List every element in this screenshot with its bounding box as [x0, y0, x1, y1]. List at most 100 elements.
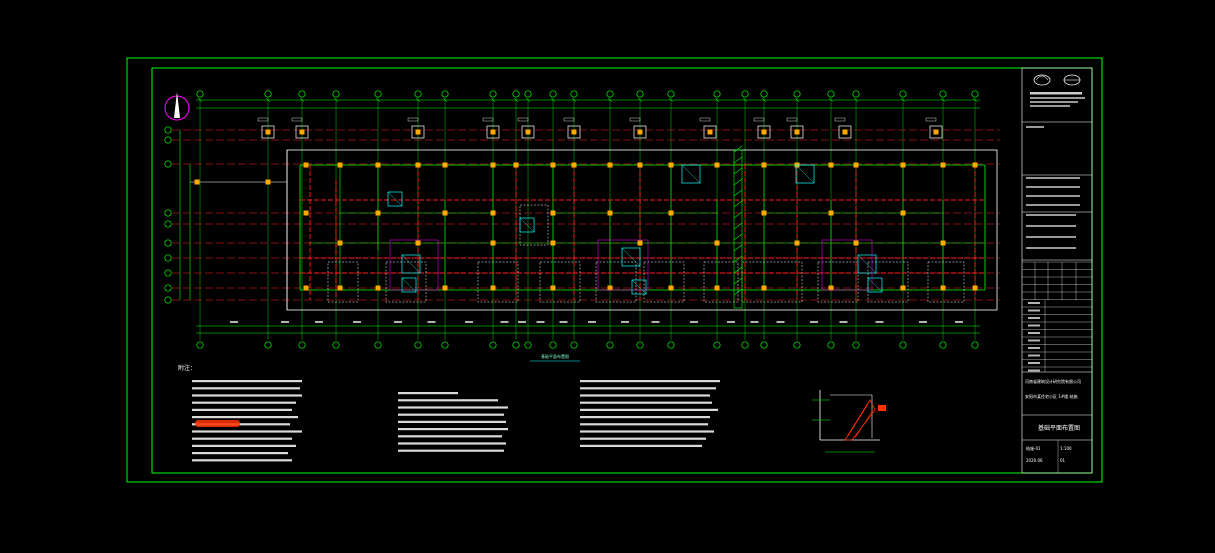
title-cell-text: [1028, 354, 1040, 357]
axis-bubble-bottom: [264, 341, 272, 349]
axis-bubble-top: [332, 90, 340, 98]
axis-bubble-top: [512, 90, 520, 98]
column: [442, 210, 448, 216]
pile-cap-tag: [925, 117, 937, 122]
note-line: [580, 416, 710, 419]
title-cell-text: [1028, 324, 1040, 327]
pile-cap-tag: [563, 117, 575, 122]
dimension-text: [394, 321, 402, 323]
note-line: [192, 459, 292, 462]
dimension-tick: [550, 97, 556, 103]
axis-bubble-top: [441, 90, 449, 98]
dimension-text: [559, 321, 568, 323]
column: [490, 285, 496, 291]
expansion-joint: [733, 149, 743, 309]
column: [714, 285, 720, 291]
detail-section: [812, 390, 886, 453]
pile-column: [842, 129, 848, 135]
title-cell-text: [1026, 236, 1076, 238]
north-arrow-icon: [164, 92, 190, 121]
column: [668, 162, 674, 168]
dimension-tick: [375, 97, 381, 103]
dimension-text: [875, 321, 884, 323]
column: [303, 210, 309, 216]
joint-hatch: [733, 178, 743, 186]
axis-bubble-bottom: [298, 341, 306, 349]
dimension-text: [230, 321, 238, 323]
dimension-tick: [668, 97, 674, 103]
pile-cap-tag: [482, 117, 494, 122]
axis-bubble-bottom: [570, 341, 578, 349]
inner-frame: [151, 67, 1093, 474]
note-line: [398, 449, 504, 452]
axis-bubble-bottom: [374, 341, 382, 349]
column: [490, 240, 496, 246]
pile-column: [637, 129, 643, 135]
dimension-text: [690, 321, 698, 323]
column: [607, 162, 613, 168]
note-line: [398, 413, 504, 416]
axis-bubble-bottom: [793, 341, 801, 349]
joint-hatch: [733, 255, 743, 263]
axis-bubble-bottom: [332, 341, 340, 349]
core-diagonal: [795, 164, 815, 184]
column: [853, 240, 859, 246]
note-line: [192, 380, 302, 383]
axis-bubble-top: [264, 90, 272, 98]
axis-bubble-bottom: [827, 341, 835, 349]
pile-column: [761, 129, 767, 135]
axis-bubble-left: [164, 284, 172, 292]
title-cell-text: [1026, 186, 1080, 188]
column: [637, 162, 643, 168]
core-diagonal: [401, 254, 421, 274]
dimension-tick: [637, 97, 643, 103]
title-cell-text: [1028, 369, 1040, 372]
note-line: [192, 408, 292, 411]
joint-hatch: [733, 288, 743, 296]
column: [490, 210, 496, 216]
column: [761, 162, 767, 168]
note-line: [580, 423, 708, 426]
note-line: [580, 394, 710, 397]
note-line: [192, 387, 300, 390]
core-outline: [631, 279, 647, 295]
dimension-tick: [333, 97, 339, 103]
dimension-tick: [415, 97, 421, 103]
column: [828, 285, 834, 291]
title-cell-text: [1026, 195, 1080, 197]
axis-bubble-top: [549, 90, 557, 98]
axis-bubble-top: [636, 90, 644, 98]
dimension-tick: [265, 97, 271, 103]
pile-group: [477, 261, 519, 303]
pile-column: [299, 129, 305, 135]
dimension-tick: [828, 97, 834, 103]
dimension-text: [955, 321, 963, 323]
pile-group: [927, 261, 965, 303]
pile-column: [265, 129, 271, 135]
note-line: [580, 444, 702, 447]
column: [375, 285, 381, 291]
pile-group: [867, 261, 909, 303]
dimension-tick: [853, 97, 859, 103]
unit-boundary: [821, 239, 873, 291]
pile-column: [707, 129, 713, 135]
note-line: [192, 423, 290, 426]
note-line: [192, 401, 296, 404]
building-outline: [286, 149, 998, 311]
axis-bubble-bottom: [713, 341, 721, 349]
pile-cap-tag: [834, 117, 846, 122]
joint-hatch: [733, 200, 743, 208]
partner-logo-icon: [1063, 74, 1081, 86]
dimension-tick: [972, 97, 978, 103]
title-cell-text: [1026, 204, 1080, 206]
axis-bubble-bottom: [741, 341, 749, 349]
pile-cap-tag: [629, 117, 641, 122]
dimension-text: [281, 321, 289, 323]
axis-bubble-bottom: [852, 341, 860, 349]
column: [940, 240, 946, 246]
unit-boundary: [597, 239, 649, 291]
joint-hatch: [733, 233, 743, 241]
column: [668, 285, 674, 291]
dimension-text: [588, 321, 596, 323]
pile-cap: [633, 125, 647, 139]
